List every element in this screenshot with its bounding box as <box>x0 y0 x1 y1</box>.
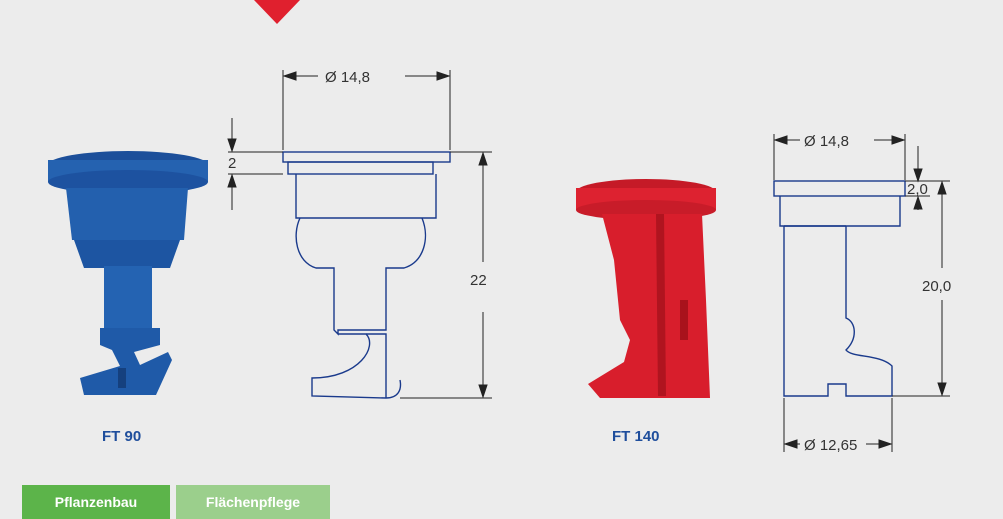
ft140-length-label: 20,0 <box>922 278 951 295</box>
ft90-collar-label: 2 <box>228 155 236 172</box>
tag-flaechenpflege[interactable]: Flächenpflege <box>176 485 330 519</box>
ft90-diameter-label: Ø 14,8 <box>325 69 370 86</box>
ft140-name: FT 140 <box>612 428 660 445</box>
tag-pflanzenbau[interactable]: Pflanzenbau <box>22 485 170 519</box>
ft90-dimensions <box>227 70 492 399</box>
ft140-collar-label: 2,0 <box>907 181 928 198</box>
ft140-nozzle-render <box>576 179 716 398</box>
ft140-outline-drawing <box>773 180 906 397</box>
ft90-name: FT 90 <box>102 428 142 445</box>
ft90-length-label: 22 <box>470 272 487 289</box>
ft140-diameter-bottom-label: Ø 12,65 <box>804 437 857 454</box>
position-marker-icon <box>254 0 300 24</box>
ft140-dimensions <box>773 134 950 452</box>
ft90-outline-drawing <box>282 151 451 399</box>
ft90-nozzle-render <box>48 151 208 395</box>
ft140-diameter-top-label: Ø 14,8 <box>804 133 849 150</box>
